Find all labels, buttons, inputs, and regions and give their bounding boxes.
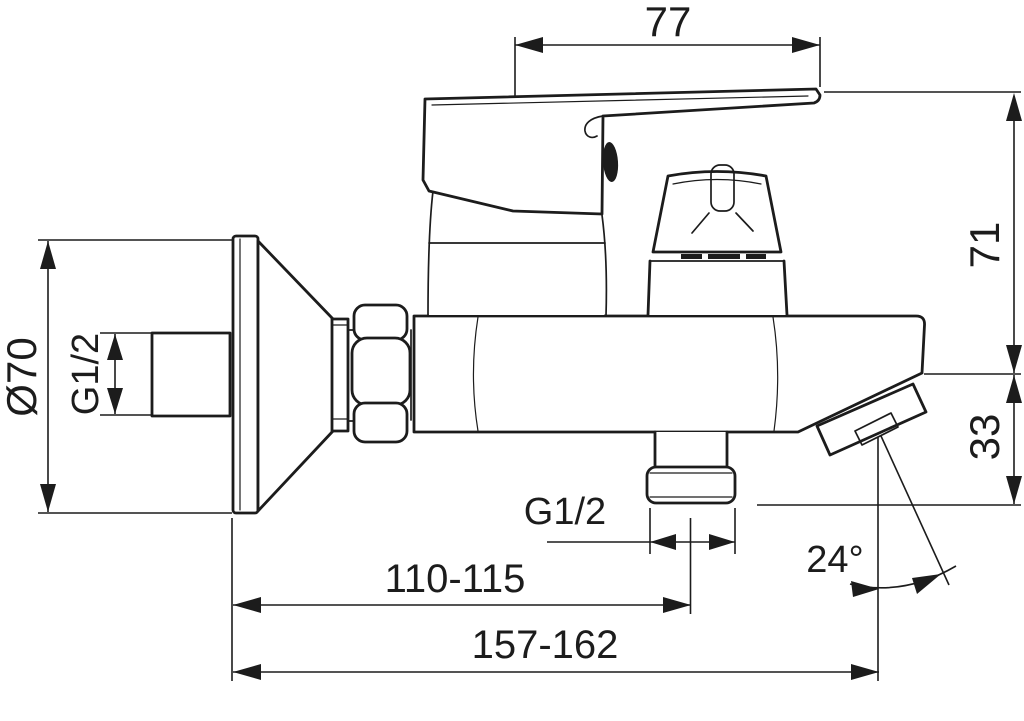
dimension-77: 77	[514, 0, 821, 98]
dim-77-label: 77	[645, 0, 692, 45]
cartridge-neck	[427, 190, 608, 317]
dim-g12-left-label: G1/2	[65, 333, 107, 415]
lever-handle	[421, 87, 822, 216]
dim-157-162-label: 157-162	[472, 623, 619, 667]
dim-71-label: 71	[961, 222, 1008, 269]
dim-24deg-label: 24°	[806, 539, 863, 581]
mixer-body	[412, 314, 926, 434]
handle-indicator-dot	[602, 142, 619, 182]
union-hex-nut	[350, 303, 412, 444]
dimension-d70: Ø70	[0, 239, 232, 514]
wall-union-pipe	[150, 331, 232, 418]
spout-outlet	[815, 382, 928, 457]
diverter-knob	[646, 164, 789, 317]
dimension-157-162: 157-162	[233, 623, 879, 680]
dim-33-label: 33	[961, 414, 1008, 461]
dim-d70-label: Ø70	[0, 337, 45, 416]
dimension-110-115: 110-115	[231, 518, 691, 681]
dim-g12-bottom-label: G1/2	[524, 491, 606, 533]
dimension-g12-bottom: G1/2	[524, 491, 736, 614]
wall-flange-plate	[231, 234, 260, 515]
dim-110-115-label: 110-115	[385, 557, 526, 601]
bottom-outlet	[645, 430, 737, 505]
dimension-71: 71	[824, 91, 1022, 375]
dimension-g12-left: G1/2	[65, 332, 152, 416]
dimension-33: 33	[757, 375, 1022, 506]
dimension-24deg: 24°	[806, 435, 957, 681]
escutcheon-cone	[256, 239, 357, 513]
